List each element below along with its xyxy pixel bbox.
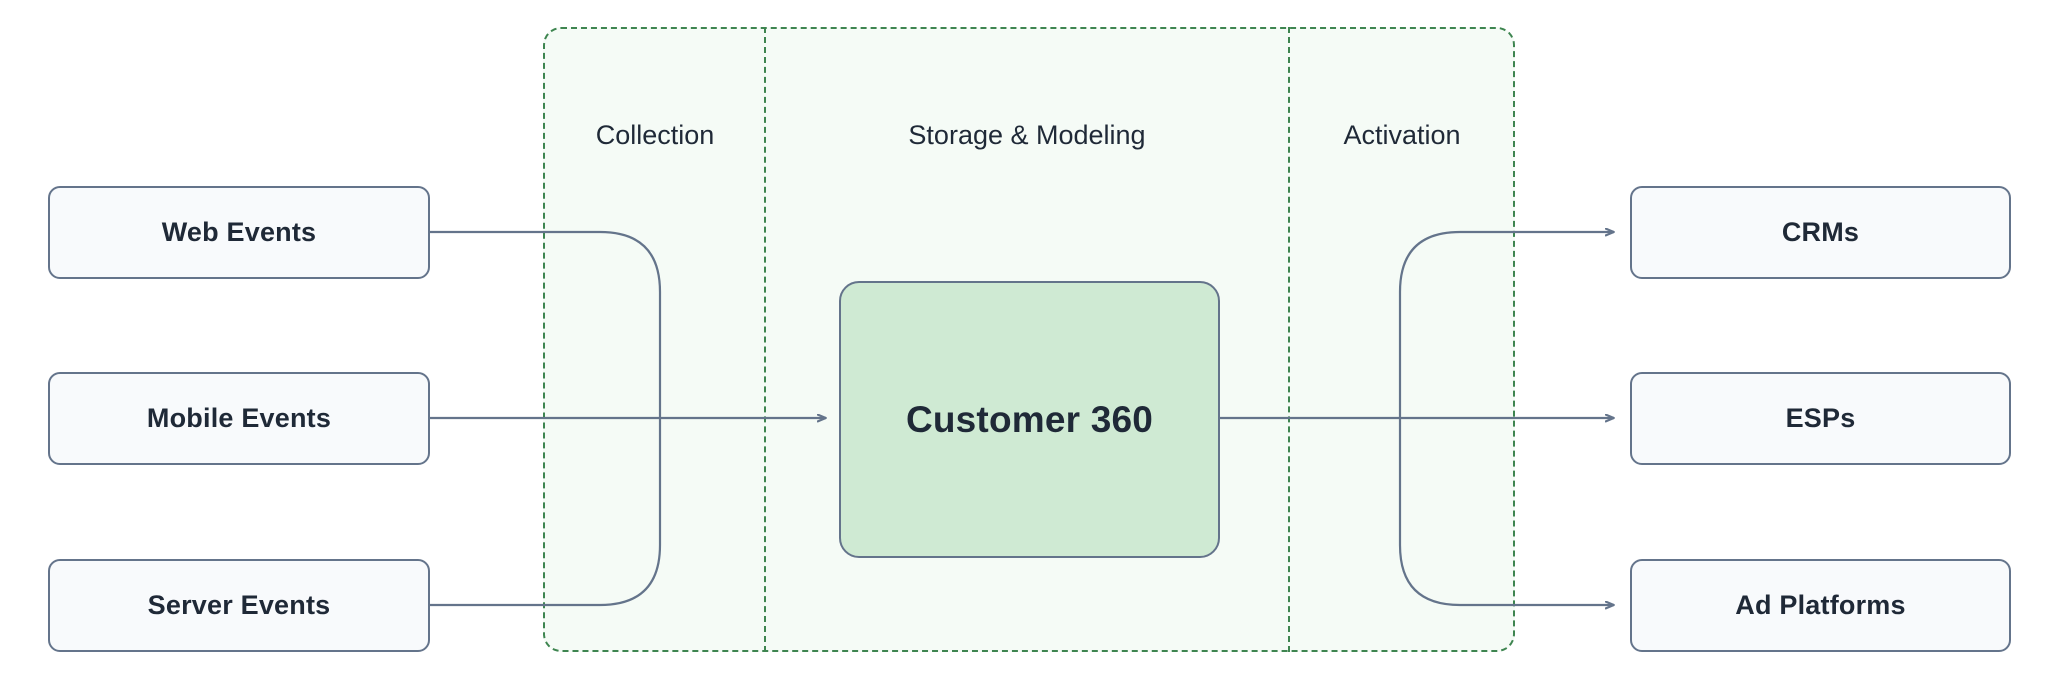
node-customer-360-label: Customer 360 (905, 398, 1154, 440)
node-server-events-label: Server Events (147, 590, 331, 620)
node-esps[interactable]: ESPs (1630, 372, 2011, 465)
node-crms-label: CRMs (1781, 217, 1860, 247)
node-mobile-events[interactable]: Mobile Events (48, 372, 430, 465)
lane-label-collection: Collection (595, 120, 715, 150)
lane-divider-storage-activation (1288, 27, 1290, 652)
node-crms[interactable]: CRMs (1630, 186, 2011, 279)
node-server-events[interactable]: Server Events (48, 559, 430, 652)
node-mobile-events-label: Mobile Events (146, 403, 332, 433)
node-web-events-label: Web Events (161, 217, 317, 247)
node-customer-360[interactable]: Customer 360 (839, 281, 1220, 558)
node-ad-platforms[interactable]: Ad Platforms (1630, 559, 2011, 652)
lane-divider-collection-storage (764, 27, 766, 652)
node-ad-platforms-label: Ad Platforms (1735, 590, 1906, 620)
lane-label-storage-modeling: Storage & Modeling (908, 120, 1146, 150)
node-esps-label: ESPs (1785, 403, 1856, 433)
node-web-events[interactable]: Web Events (48, 186, 430, 279)
lane-label-activation: Activation (1343, 120, 1461, 150)
